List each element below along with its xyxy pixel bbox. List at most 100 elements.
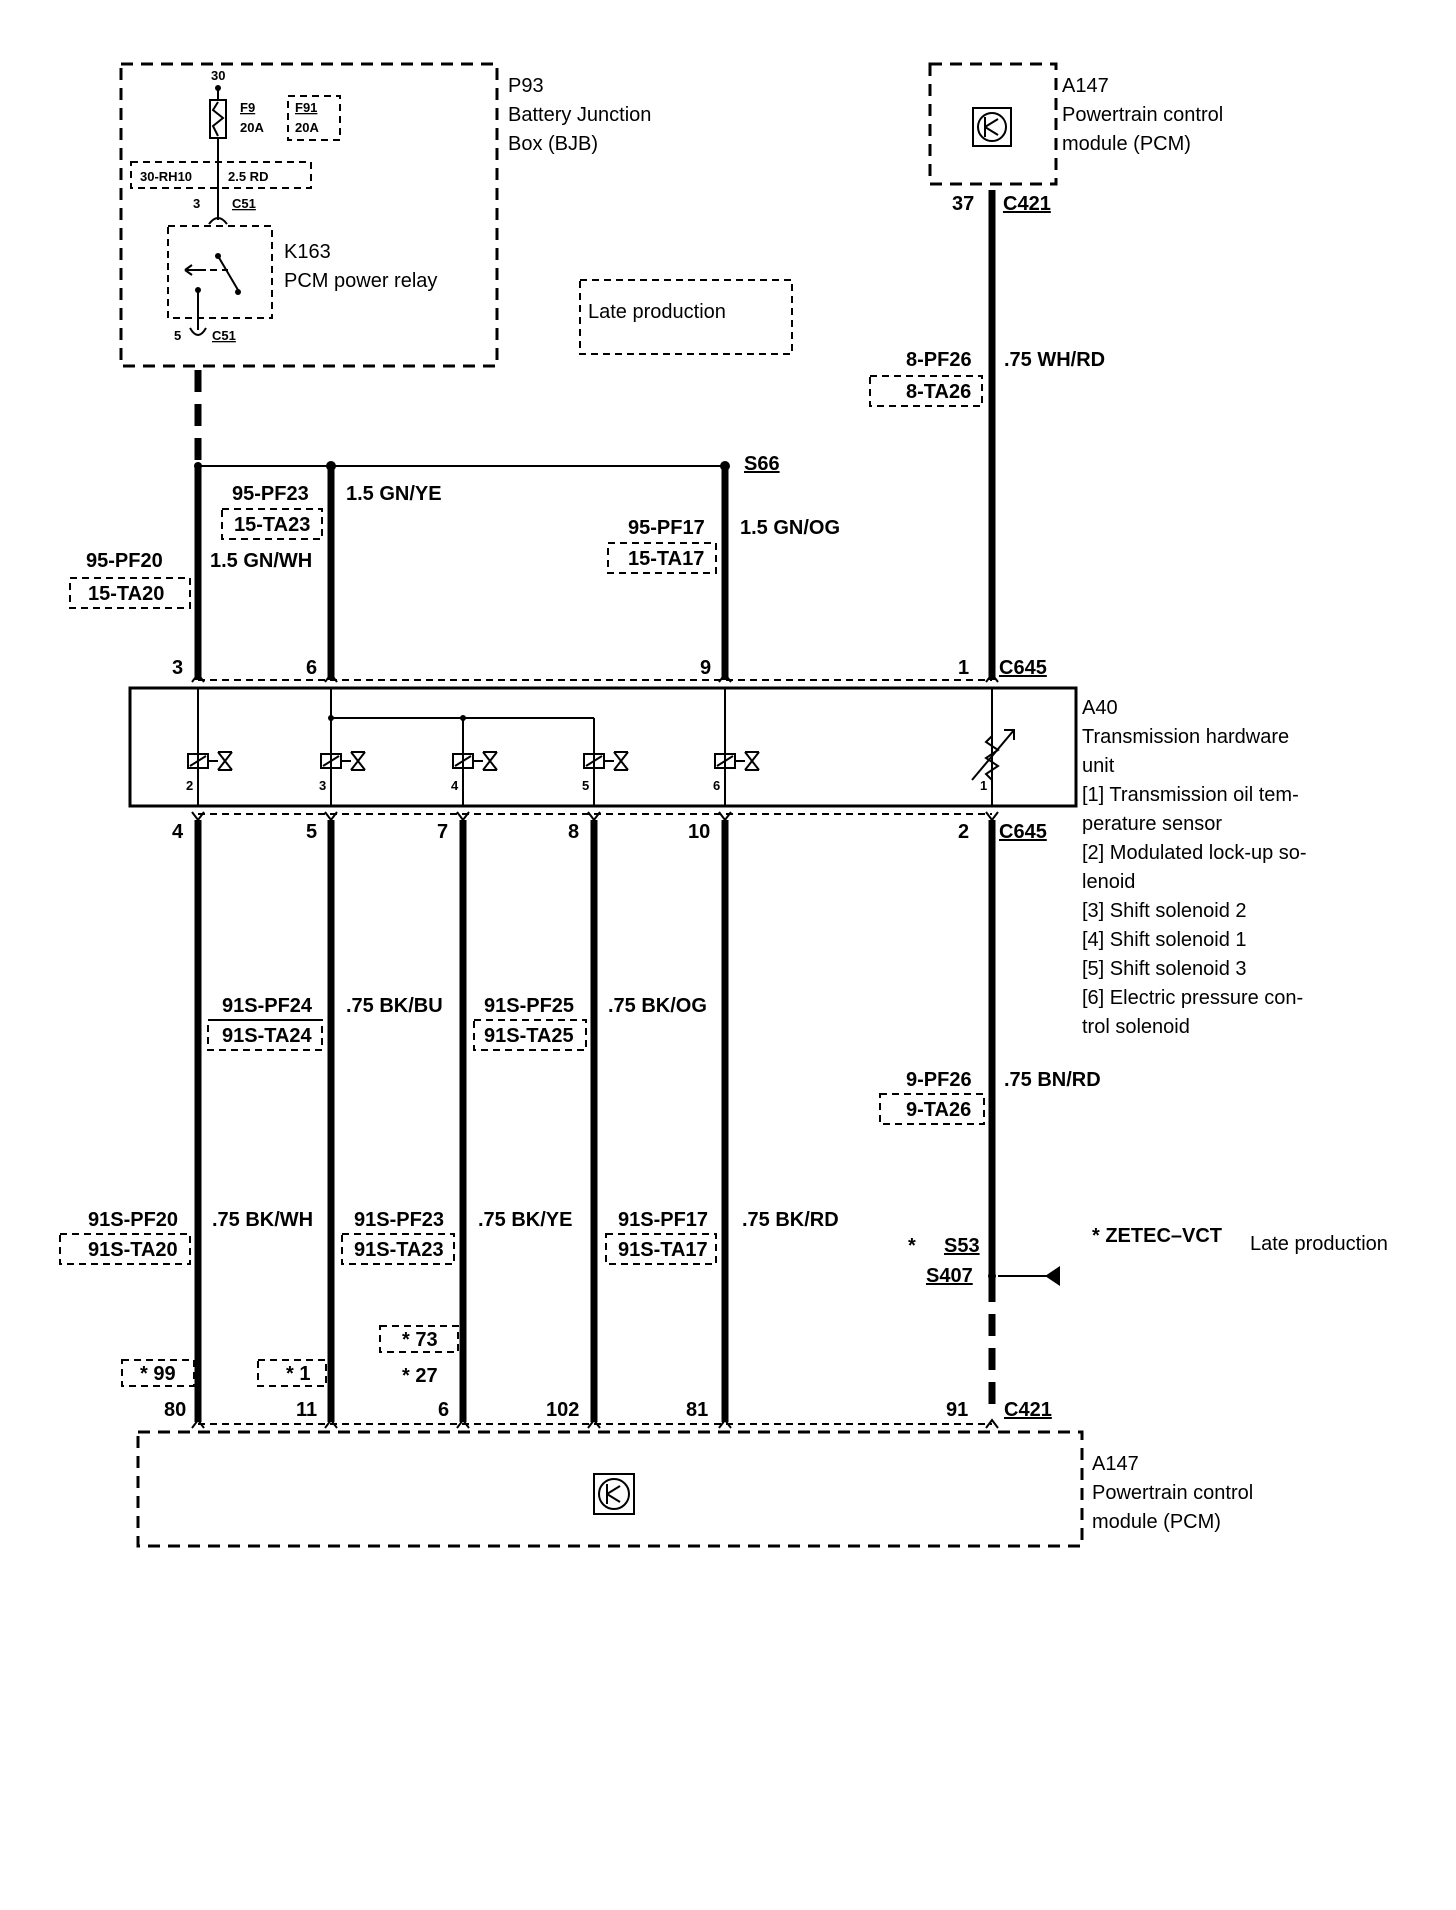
fuse-f91-box <box>287 95 341 141</box>
mid-wire-3-circuit: 9-PF26 <box>906 1069 972 1091</box>
bjb-wire-label-box <box>130 161 312 189</box>
low-wire-1-alt: 91S-TA20 <box>88 1239 178 1261</box>
mid-wire-3-alt: 9-TA26 <box>906 1099 971 1121</box>
pcm-bottom-pin-11: 11 <box>296 1399 317 1421</box>
relay-connector-top: C51 <box>232 196 256 211</box>
pcm-bottom-transistor-icon <box>598 1478 630 1510</box>
upper-wire-1-circuit: 95-PF20 <box>86 550 163 572</box>
pcm-bottom-connector: C421 <box>1004 1399 1052 1421</box>
a40-component-8: [6] Electric pressure con- <box>1082 987 1303 1009</box>
bjb-name-line2: Box (BJB) <box>508 133 598 155</box>
pcm-top-pin: 37 <box>952 193 974 215</box>
ground-arrow-icon <box>1045 1266 1060 1286</box>
low-wire-2-alt-box <box>341 1233 455 1265</box>
pcm-bottom-pin-80: 80 <box>164 1399 186 1421</box>
mid-wire-3-alt-box <box>879 1093 985 1125</box>
c645-bottom-pin-4: 4 <box>172 821 184 843</box>
a40-component-9: trol solenoid <box>1082 1016 1190 1038</box>
mid-wire-2-spec: .75 BK/OG <box>608 995 707 1017</box>
upper-wire-2-alt-box <box>221 508 323 540</box>
mid-wire-1-alt: 91S-TA24 <box>222 1025 313 1047</box>
a40-id: A40 <box>1082 697 1118 719</box>
note-99: * 99 <box>140 1363 176 1385</box>
a40-unit-box <box>128 686 1078 808</box>
pcm-bottom-symbol-box <box>593 1473 635 1515</box>
a40-component-1: [1] Transmission oil tem- <box>1082 784 1299 806</box>
pcm-bottom-pin-102: 102 <box>546 1399 579 1421</box>
note-73: * 73 <box>402 1329 438 1351</box>
pcm-top-name-line1: Powertrain control <box>1062 104 1223 126</box>
pcm-top-connector: C421 <box>1003 193 1051 215</box>
c645-top-pin-9: 9 <box>700 657 711 679</box>
bjb-wire-left: 30-RH10 <box>140 169 192 184</box>
pcm-bottom-name-line2: module (PCM) <box>1092 1511 1221 1533</box>
splice-s407-dot <box>988 1272 996 1280</box>
relay-id: K163 <box>284 241 331 263</box>
late-production-box <box>579 279 793 355</box>
c645-top-pin-6: 6 <box>306 657 317 679</box>
bjb-enclosure <box>119 62 499 368</box>
upper-wire-4-circuit: 8-PF26 <box>906 349 972 371</box>
upper-wire-3-alt: 15-TA17 <box>628 548 704 570</box>
note-1-box <box>257 1359 327 1387</box>
upper-wire-1-alt: 15-TA20 <box>88 583 164 605</box>
fuse-f91-rating: 20A <box>295 120 319 135</box>
mid-wire-2-circuit: 91S-PF25 <box>484 995 574 1017</box>
note-27: * 27 <box>402 1365 438 1387</box>
relay-contact-right <box>235 289 241 295</box>
a40-element-5: 5 <box>582 778 589 793</box>
note-99-box <box>121 1359 195 1387</box>
splice-s66: S66 <box>744 453 780 475</box>
a40-component-7: [5] Shift solenoid 3 <box>1082 958 1247 980</box>
note-1: * 1 <box>286 1363 310 1385</box>
note-73-box <box>379 1325 459 1353</box>
upper-wire-3-alt-box <box>607 542 717 574</box>
c51-top-connector-symbol <box>208 217 228 225</box>
c645-top-pin-1: 1 <box>958 657 969 679</box>
relay-coil-arrow <box>184 264 206 276</box>
mid-wire-1-spec: .75 BK/BU <box>346 995 443 1017</box>
splice-s407: S407 <box>926 1265 973 1287</box>
pcm-bottom-id: A147 <box>1092 1453 1139 1475</box>
c645-top-connector: C645 <box>999 657 1047 679</box>
relay-connector-bottom: C51 <box>212 328 236 343</box>
terminal-30-label: 30 <box>211 68 225 83</box>
a40-element-2: 2 <box>186 778 193 793</box>
low-wire-3-alt: 91S-TA17 <box>618 1239 708 1261</box>
mid-wire-1-circuit: 91S-PF24 <box>222 995 313 1017</box>
pcm-bottom-pin-91: 91 <box>946 1399 968 1421</box>
solenoid-4 <box>452 751 498 771</box>
low-wire-2-circuit: 91S-PF23 <box>354 1209 444 1231</box>
low-wire-2-spec: .75 BK/YE <box>478 1209 572 1231</box>
bjb-name-line1: Battery Junction <box>508 104 651 126</box>
pcm-bottom-pin-6: 6 <box>438 1399 449 1421</box>
pcm-top-transistor-icon <box>977 112 1007 142</box>
upper-wire-2-alt: 15-TA23 <box>234 514 310 536</box>
a40-name-line1: Transmission hardware <box>1082 726 1289 748</box>
upper-wire-3-circuit: 95-PF17 <box>628 517 705 539</box>
relay-pin-bottom: 5 <box>174 328 181 343</box>
low-wire-2-alt: 91S-TA23 <box>354 1239 444 1261</box>
relay-k163-box <box>167 225 273 319</box>
a40-component-5: [3] Shift solenoid 2 <box>1082 900 1247 922</box>
c645-bottom-connector: C645 <box>999 821 1047 843</box>
fuse-f9-rating: 20A <box>240 120 264 135</box>
solenoid-6 <box>714 751 760 771</box>
upper-wire-2-spec: 1.5 GN/YE <box>346 483 442 505</box>
c421-bottom-terminals <box>191 1418 999 1429</box>
upper-wire-3-spec: 1.5 GN/OG <box>740 517 840 539</box>
upper-wire-2-circuit: 95-PF23 <box>232 483 309 505</box>
late-production-label: Late production <box>588 301 726 323</box>
solenoid-5 <box>583 751 629 771</box>
oil-temperature-sensor <box>971 729 1015 781</box>
low-wire-1-alt-box <box>59 1233 191 1265</box>
low-wire-3-alt-box <box>605 1233 717 1265</box>
fuse-f91-id: F91 <box>295 100 317 115</box>
pcm-top-transistor-glyph <box>984 117 999 137</box>
a40-component-2: perature sensor <box>1082 813 1222 835</box>
low-wire-3-circuit: 91S-PF17 <box>618 1209 708 1231</box>
low-wire-1-circuit: 91S-PF20 <box>88 1209 178 1231</box>
a40-element-4: 4 <box>451 778 459 793</box>
a40-element-1: 1 <box>980 778 987 793</box>
